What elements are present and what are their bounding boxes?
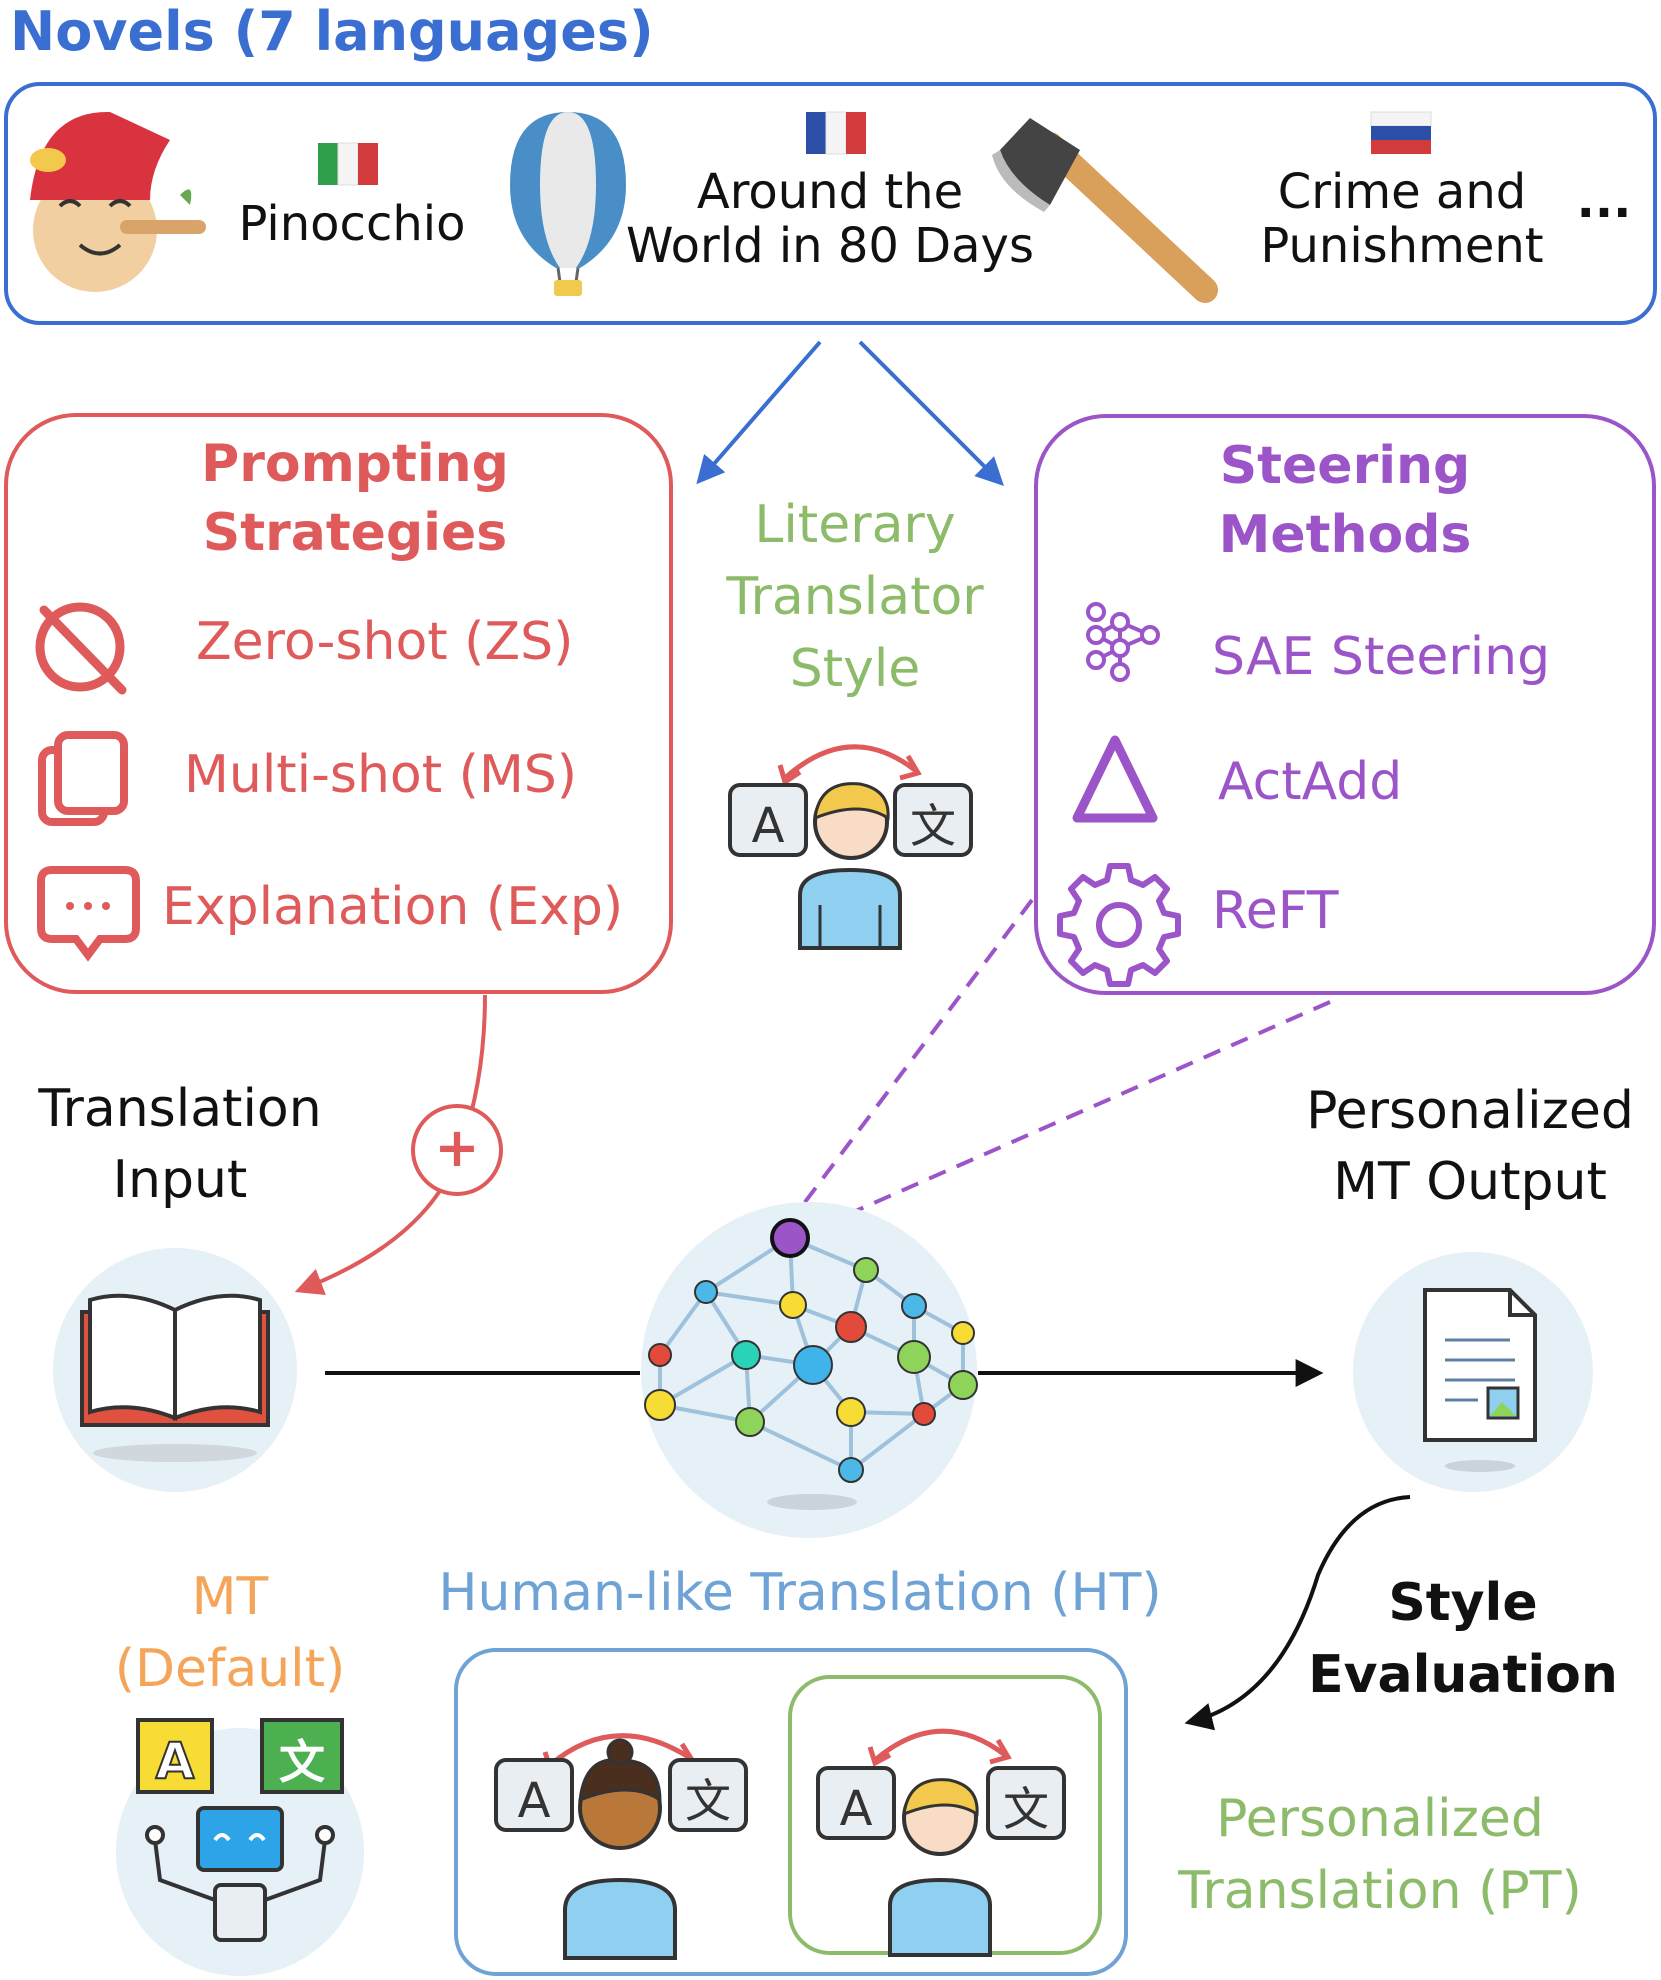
novel-title-around-world: Around the World in 80 Days	[610, 164, 1050, 274]
book-icon	[53, 1248, 297, 1492]
pt-label-line2: Translation (PT)	[1178, 1860, 1582, 1921]
style-evaluation-arrow	[1184, 1495, 1411, 1731]
prompting-box	[4, 413, 673, 994]
pt-label: Personalized Translation (PT)	[1150, 1784, 1610, 1928]
svg-text:A: A	[840, 1781, 873, 1837]
russia-flag	[1370, 111, 1432, 154]
literary-style-line3: Style	[789, 638, 921, 699]
novels-title: Novels (7 languages)	[10, 0, 654, 63]
gear-icon	[1057, 863, 1181, 987]
steering-dashed-line-1	[788, 898, 1034, 1224]
pt-label-line1: Personalized	[1216, 1789, 1544, 1849]
prompting-item-multi-shot: Multi-shot (MS)	[184, 745, 578, 805]
svg-text:文: 文	[279, 1735, 325, 1789]
human-translator-icon: A 文	[494, 1733, 748, 1960]
more-novels-ellipsis: ...	[1576, 173, 1632, 229]
literary-style-line1: Literary	[754, 495, 956, 555]
personalized-output-label: Personalized MT Output	[1280, 1076, 1660, 1217]
italy-flag	[318, 142, 378, 186]
novels-box	[4, 82, 1657, 325]
document-icon	[1353, 1252, 1593, 1492]
plus-circle	[411, 1104, 503, 1196]
svg-text:文: 文	[910, 799, 956, 853]
model-node-highlight	[770, 1218, 810, 1258]
style-evaluation-label: Style Evaluation	[1298, 1568, 1628, 1712]
literary-style-label: Literary Translator Style	[690, 490, 1020, 705]
translation-input-line1: Translation	[38, 1079, 322, 1139]
prompting-title-line2: Strategies	[202, 502, 508, 563]
steering-title: Steering Methods	[1160, 432, 1530, 569]
svg-text:文: 文	[1003, 1782, 1049, 1836]
robot-icon: A 文	[116, 1718, 364, 1976]
axe-icon	[992, 118, 1218, 303]
ht-label: Human-like Translation (HT)	[438, 1563, 1162, 1623]
pinocchio-icon	[30, 111, 206, 292]
translation-input-line2: Input	[112, 1149, 248, 1210]
steering-item-sae: SAE Steering	[1212, 627, 1551, 687]
novel-title-crime-line1: Crime and	[1277, 164, 1527, 220]
steering-title-line2: Methods	[1218, 504, 1472, 565]
arrow-to-prompting	[696, 340, 822, 485]
model-network-icon	[641, 1202, 978, 1538]
literary-style-line2: Translator	[726, 566, 984, 627]
style-evaluation-line1: Style	[1388, 1573, 1538, 1633]
arrow-to-steering	[858, 340, 1004, 486]
france-flag	[806, 111, 866, 155]
steering-dashed-line-2	[807, 1000, 1331, 1234]
stacked-cards-icon	[38, 731, 128, 826]
translator-icon: A 文	[728, 744, 973, 950]
prompting-title-line1: Prompting	[201, 434, 509, 494]
svg-text:A: A	[518, 1773, 551, 1829]
novel-title-crime-line2: Punishment	[1260, 217, 1544, 274]
steering-box	[1034, 414, 1656, 995]
steering-item-actadd: ActAdd	[1218, 752, 1403, 812]
steering-title-line1: Steering	[1219, 436, 1471, 496]
novel-title-pinocchio: Pinocchio	[238, 196, 466, 252]
svg-text:A: A	[156, 1732, 195, 1790]
svg-text:A: A	[752, 798, 785, 854]
novel-title-crime-punishment: Crime and Punishment	[1232, 164, 1572, 274]
prompting-title: Prompting Strategies	[150, 430, 560, 567]
chat-bubble-icon	[37, 866, 140, 962]
personalized-output-line2: MT Output	[1333, 1151, 1607, 1212]
plus-sign: +	[434, 1116, 480, 1179]
novel-title-around-world-line1: Around the	[696, 164, 964, 220]
delta-icon	[1072, 735, 1158, 823]
prompting-item-zero-shot: Zero-shot (ZS)	[196, 612, 574, 672]
svg-text:文: 文	[685, 1774, 731, 1828]
steering-item-reft: ReFT	[1212, 881, 1339, 941]
network-nodes-icon	[1086, 602, 1160, 682]
mt-default-label: MT (Default)	[90, 1562, 370, 1706]
translation-input-label: Translation Input	[20, 1074, 340, 1215]
personalized-output-line1: Personalized	[1306, 1081, 1634, 1141]
mt-default-line1: MT	[191, 1567, 269, 1627]
novel-title-around-world-line2: World in 80 Days	[626, 217, 1034, 274]
style-evaluation-line2: Evaluation	[1308, 1644, 1618, 1705]
hot-air-balloon-icon	[510, 112, 626, 296]
mt-default-line2: (Default)	[114, 1638, 346, 1699]
ht-box	[454, 1648, 1128, 1976]
prompting-item-explanation: Explanation (Exp)	[162, 877, 624, 937]
personalized-translator-icon: A 文	[816, 1728, 1066, 1957]
prohibited-icon	[35, 602, 127, 695]
